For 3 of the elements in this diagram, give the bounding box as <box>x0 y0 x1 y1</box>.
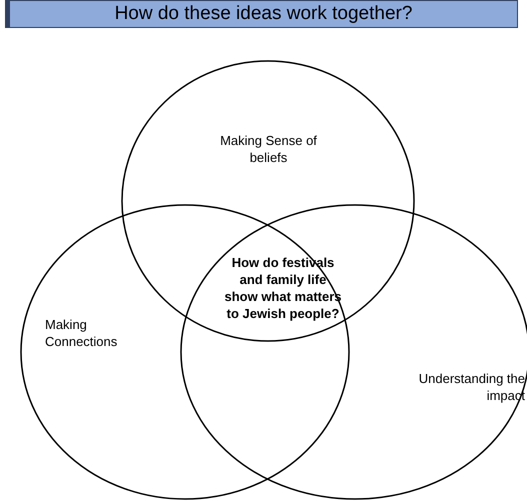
circle-label: Making Sense of beliefs <box>219 132 318 166</box>
title-banner: How do these ideas work together? <box>5 0 518 28</box>
circle-label: Making Connections <box>45 316 118 350</box>
